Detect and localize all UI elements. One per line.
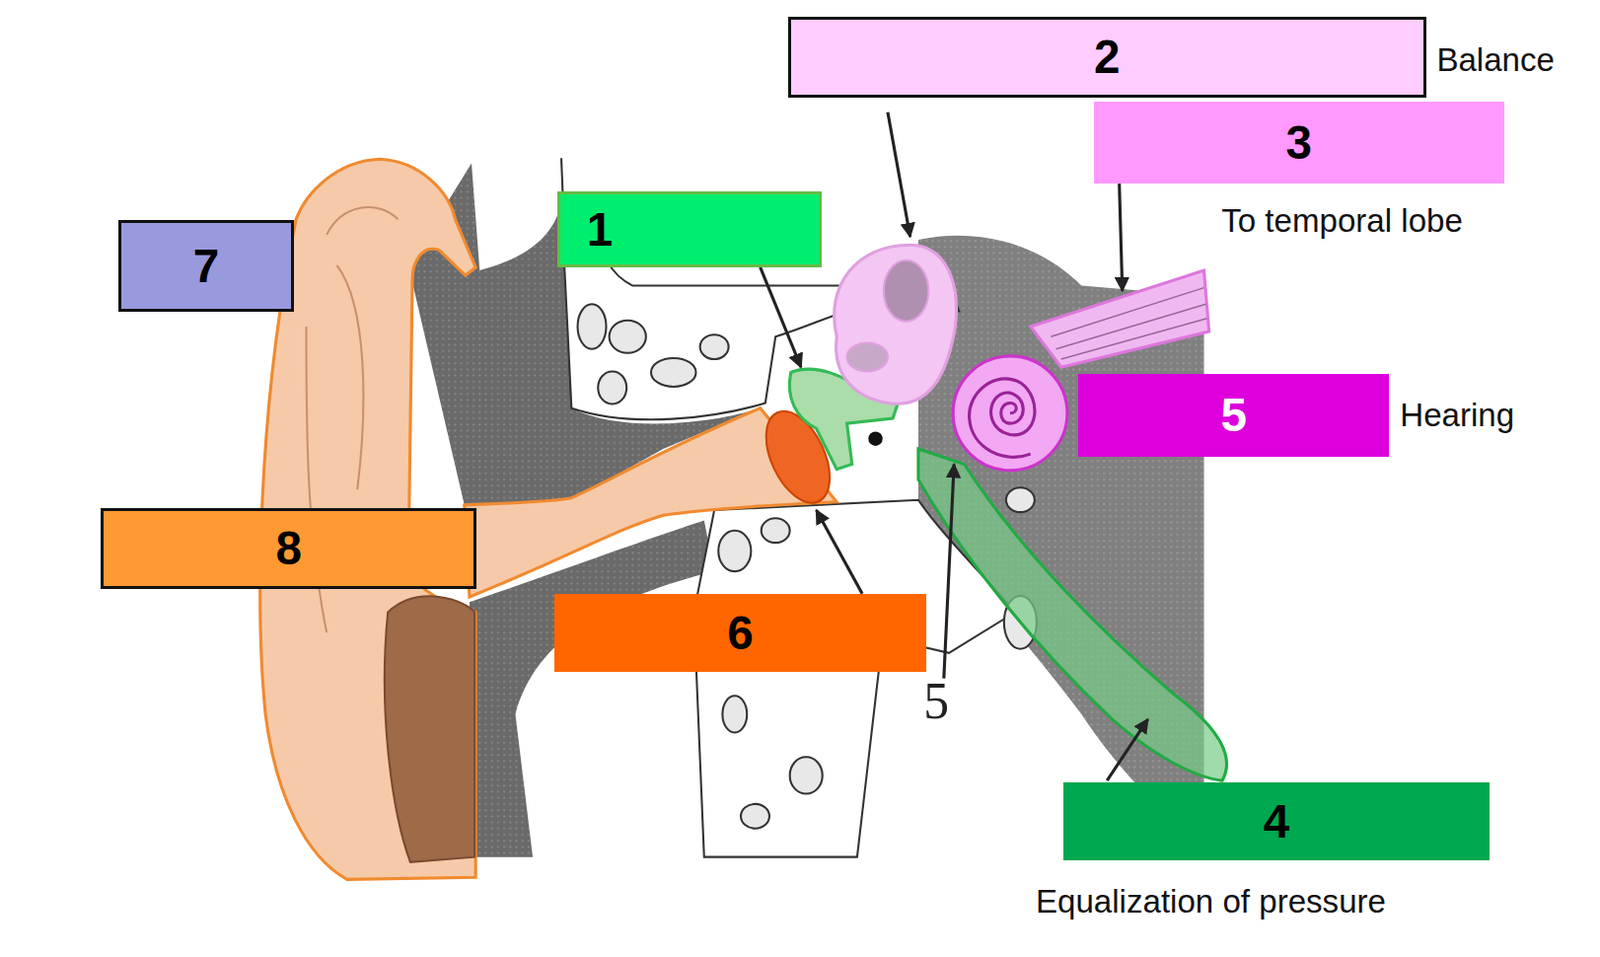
label-box: 3To temporal lobe bbox=[1093, 101, 1505, 184]
leader-arrow bbox=[887, 112, 911, 237]
label-box: 6 bbox=[554, 593, 928, 672]
label-box: 4Equalization of pressure bbox=[1063, 782, 1490, 861]
callout-number: 2 bbox=[1093, 33, 1120, 81]
bone-hole bbox=[1006, 487, 1035, 512]
callout-number: 1 bbox=[586, 206, 613, 254]
leader-arrow bbox=[944, 464, 954, 679]
bone-hole bbox=[722, 695, 747, 732]
leader-arrow bbox=[1106, 719, 1148, 781]
label-box: 5Hearing bbox=[1078, 373, 1388, 458]
callout-number: 4 bbox=[1263, 798, 1290, 846]
bone-hole bbox=[578, 303, 607, 350]
bone-hole bbox=[740, 803, 770, 829]
callout-number: 8 bbox=[276, 524, 302, 573]
eustachian-tube bbox=[918, 448, 1228, 781]
callout-number: 7 bbox=[193, 242, 219, 291]
bone-hole bbox=[651, 358, 697, 387]
bone-hole bbox=[718, 530, 751, 572]
cochlea bbox=[952, 356, 1068, 471]
oval-window bbox=[868, 431, 882, 445]
label-box: 2Balance bbox=[788, 16, 1428, 99]
bone-hole bbox=[609, 320, 647, 354]
function-caption: Equalization of pressure bbox=[1035, 885, 1386, 919]
label-box: 8 bbox=[100, 508, 477, 589]
semicircular-canals bbox=[834, 244, 957, 404]
function-caption: Balance bbox=[1436, 43, 1555, 76]
function-caption: To temporal lobe bbox=[1221, 205, 1463, 238]
callout-number: 3 bbox=[1286, 119, 1312, 167]
label-box: 1 bbox=[557, 191, 822, 268]
label-box: 7 bbox=[118, 219, 294, 311]
leader-arrow bbox=[760, 267, 801, 367]
nerve-fibres bbox=[1050, 288, 1207, 360]
bone-hole bbox=[597, 370, 627, 404]
concha bbox=[384, 595, 475, 862]
bone-hole bbox=[700, 334, 729, 360]
callout-number: 6 bbox=[727, 609, 753, 657]
leader-arrow bbox=[816, 509, 864, 594]
leader-arrow bbox=[1119, 183, 1123, 291]
bone-hole bbox=[761, 517, 791, 543]
canal-loop bbox=[883, 260, 930, 322]
auditory-nerve bbox=[1030, 270, 1210, 367]
cochlea-spiral bbox=[969, 378, 1035, 457]
callout-number: 5 bbox=[1220, 391, 1246, 439]
canal-loop bbox=[847, 342, 888, 371]
function-caption: Hearing bbox=[1399, 398, 1515, 432]
part-number: 5 bbox=[923, 675, 949, 728]
bone-hole bbox=[790, 756, 823, 794]
